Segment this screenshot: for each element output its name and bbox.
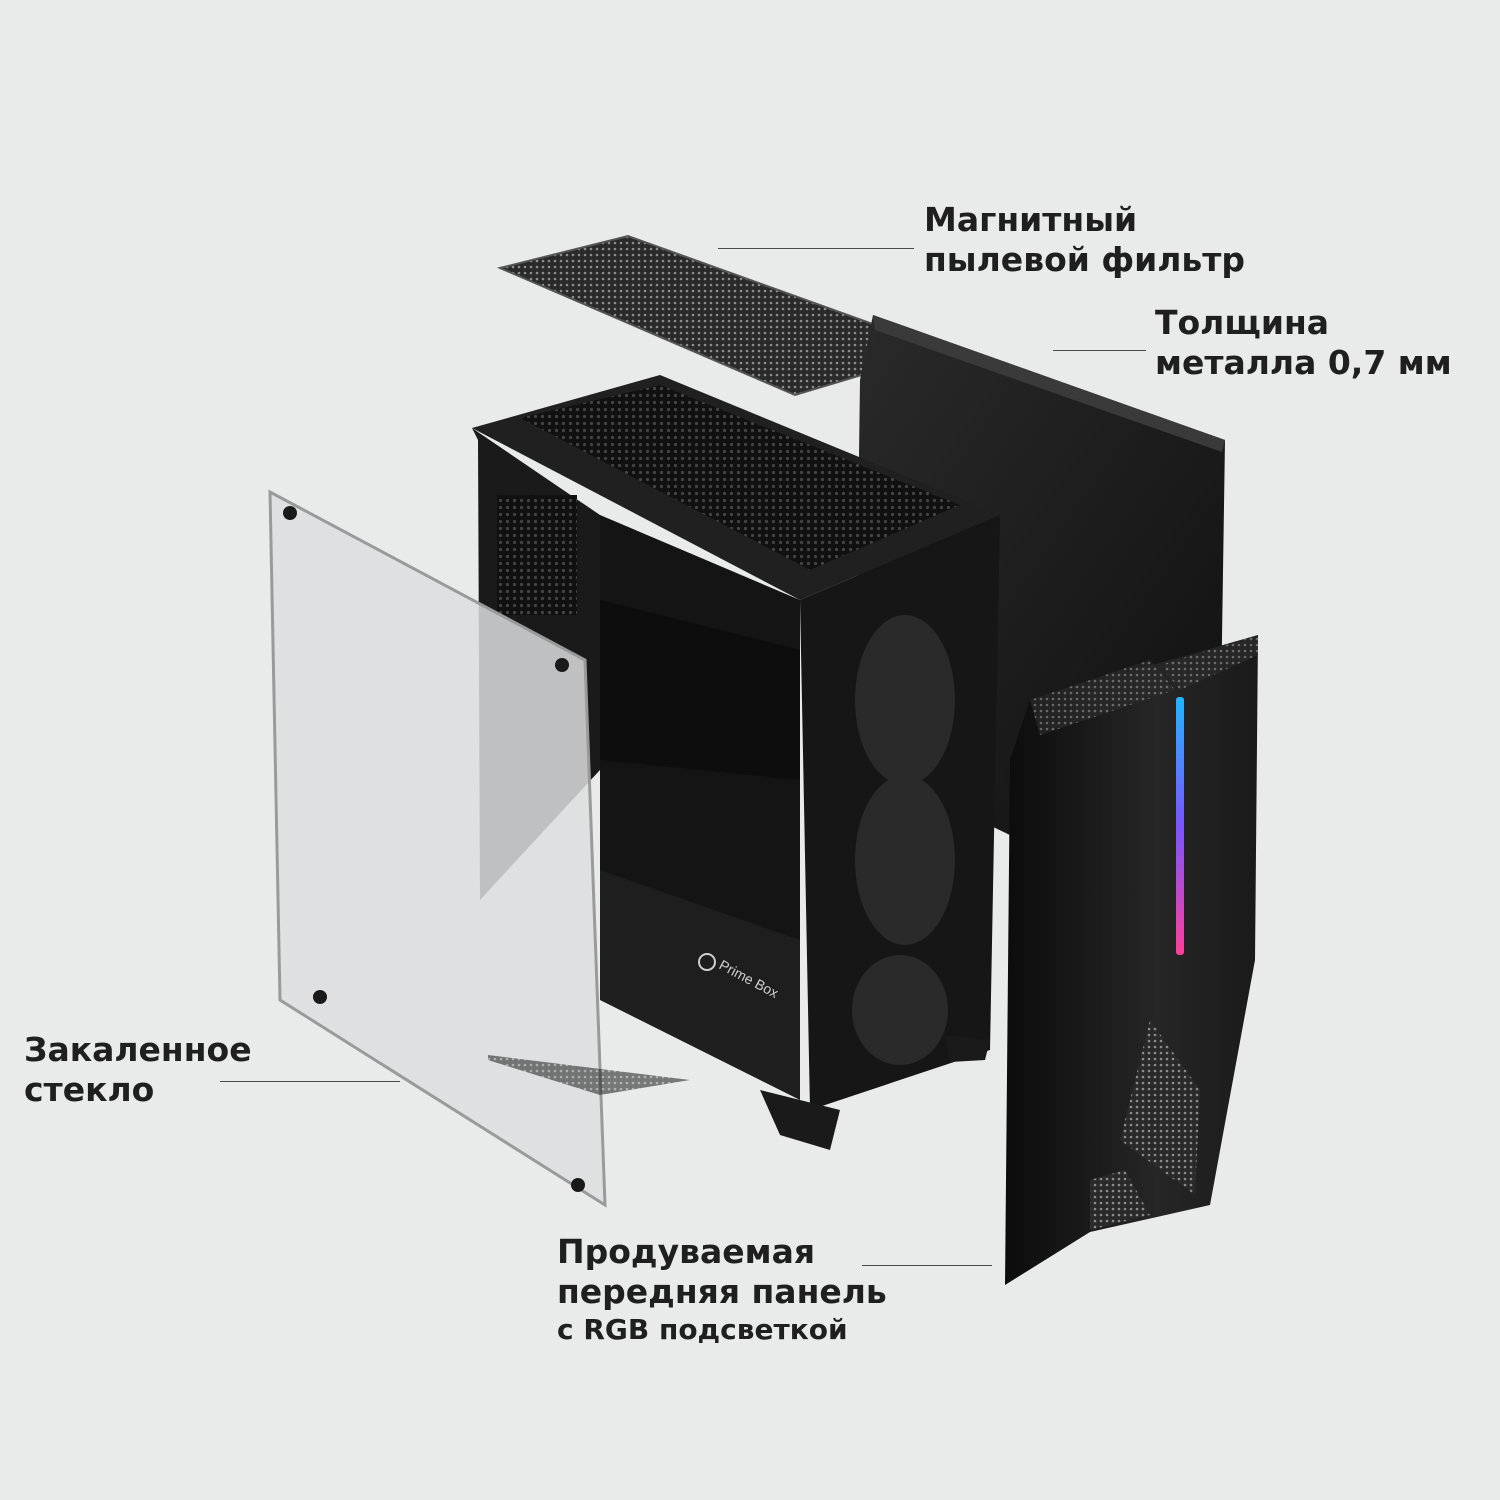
leader-line-filter (718, 248, 914, 249)
label-front-panel-line3: с RGB подсветкой (557, 1312, 848, 1346)
leader-line-metal (1053, 350, 1146, 351)
label-tempered-glass-line2: стекло (24, 1070, 155, 1110)
label-metal-thickness-line1: Толщина (1155, 303, 1330, 342)
rgb-strip (1176, 697, 1184, 955)
leader-line-glass (220, 1081, 400, 1082)
leader-line-front (862, 1265, 992, 1266)
label-magnetic-filter: Магнитный пылевой фильтр (924, 200, 1245, 281)
label-magnetic-filter-line2: пылевой фильтр (924, 240, 1246, 280)
case-chassis: Prime Box (472, 375, 1000, 1150)
tempered-glass-panel (268, 489, 690, 1208)
front-panel (1005, 635, 1258, 1285)
label-metal-thickness: Толщина металла 0,7 мм (1155, 303, 1452, 384)
label-metal-thickness-line2: металла 0,7 мм (1155, 343, 1452, 383)
label-tempered-glass: Закаленное стекло (24, 1030, 252, 1111)
label-front-panel-line1: Продуваемая (557, 1232, 816, 1271)
label-front-panel: Продуваемая передняя панель с RGB подсве… (557, 1232, 887, 1347)
label-front-panel-line2: передняя панель (557, 1272, 887, 1312)
label-magnetic-filter-line1: Магнитный (924, 200, 1138, 239)
label-tempered-glass-line1: Закаленное (24, 1030, 252, 1069)
